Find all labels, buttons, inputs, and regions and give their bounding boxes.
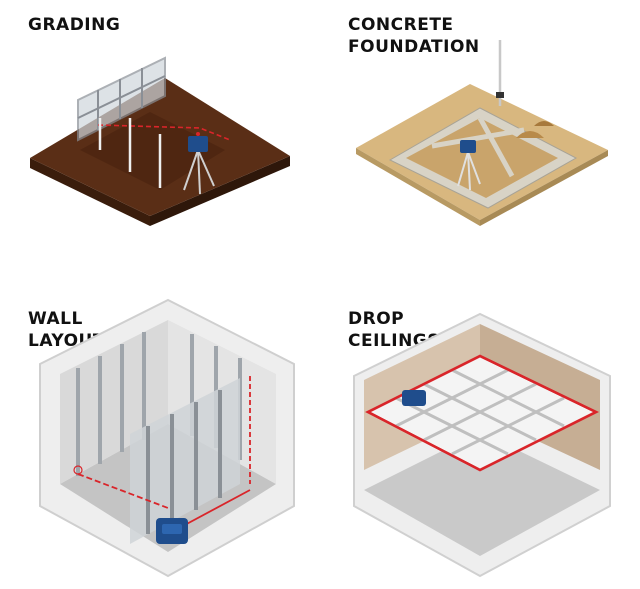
panel-title: GRADING bbox=[28, 14, 120, 36]
title-line: GRADING bbox=[28, 15, 121, 35]
laser-level-icon bbox=[460, 140, 476, 153]
laser-level-icon bbox=[402, 390, 426, 406]
panel-concrete-foundation: CONCRETE FOUNDATION bbox=[320, 0, 640, 294]
panel-grading: GRADING bbox=[0, 0, 320, 294]
title-line: CONCRETE bbox=[348, 15, 454, 35]
panel-wall-layout: WALL LAYOUT bbox=[0, 294, 320, 588]
title-line: FOUNDATION bbox=[348, 37, 480, 57]
panel-drop-ceilings: DROP CEILINGS bbox=[320, 294, 640, 588]
tripod-icon bbox=[183, 149, 215, 195]
foundation-illustration bbox=[356, 40, 608, 226]
grading-illustration bbox=[30, 56, 290, 226]
title-line: DROP bbox=[348, 309, 405, 329]
title-line: WALL bbox=[28, 309, 83, 329]
panel-title: CONCRETE FOUNDATION bbox=[348, 14, 480, 58]
wall-layout-illustration bbox=[39, 298, 295, 578]
laser-level-icon bbox=[188, 136, 208, 152]
drop-ceilings-illustration bbox=[353, 312, 611, 578]
